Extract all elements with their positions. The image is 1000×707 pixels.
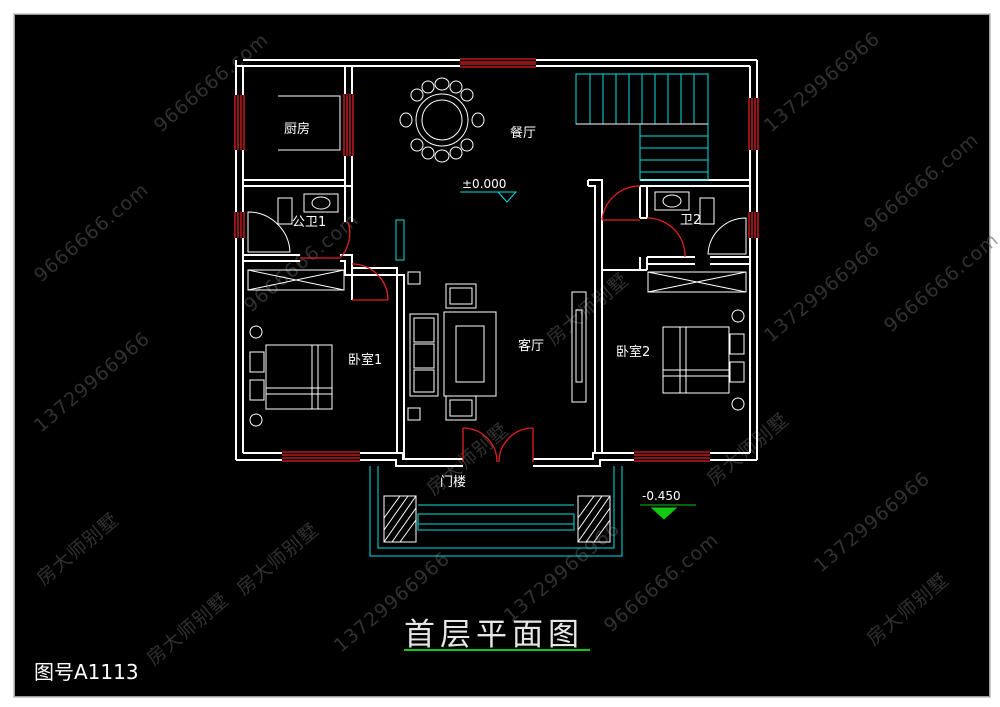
tv-cabinet-inner bbox=[575, 309, 583, 383]
wardrobe-bedroom2 bbox=[647, 271, 747, 293]
room-label-bath1: 公卫1 bbox=[292, 215, 326, 230]
room-label-bedroom1: 卧室1 bbox=[348, 352, 382, 368]
exterior-wall bbox=[360, 452, 463, 460]
room-label-kitchen: 厨房 bbox=[284, 121, 310, 137]
room-label-bedroom2: 卧室2 bbox=[616, 344, 650, 360]
dining-table bbox=[399, 77, 485, 163]
door-bath1 bbox=[300, 221, 351, 259]
column-marker bbox=[395, 219, 405, 261]
window bbox=[234, 212, 245, 238]
exterior-wall bbox=[533, 452, 634, 460]
window bbox=[282, 451, 360, 462]
room-label-porch: 门楼 bbox=[440, 475, 466, 490]
drawing-number: 图号A1113 bbox=[34, 660, 139, 684]
porch bbox=[369, 466, 623, 557]
door-bedroom2 bbox=[601, 185, 641, 221]
exterior-wall bbox=[533, 459, 634, 467]
window bbox=[460, 58, 536, 68]
window bbox=[748, 212, 759, 238]
interior-wall bbox=[340, 260, 405, 300]
door-bath2 bbox=[646, 217, 686, 258]
drawing-title: 首层平面图 bbox=[404, 617, 584, 653]
wardrobe-bedroom1 bbox=[247, 269, 345, 291]
bed-bedroom1 bbox=[249, 325, 333, 427]
room-label-living: 客厅 bbox=[518, 338, 544, 354]
window bbox=[343, 94, 354, 156]
bed-bedroom2 bbox=[662, 309, 745, 411]
level-label-outside: -0.450 bbox=[642, 489, 681, 503]
drawing-canvas bbox=[14, 14, 990, 697]
window bbox=[748, 98, 759, 150]
staircase bbox=[575, 73, 709, 181]
room-label-bath2: 卫2 bbox=[680, 213, 701, 228]
door-main bbox=[462, 427, 534, 463]
kitchen-counter bbox=[278, 95, 341, 151]
level-marker bbox=[460, 191, 518, 203]
room-label-dining: 餐厅 bbox=[510, 125, 536, 141]
sofa-set bbox=[407, 271, 497, 421]
level-label-floor: ±0.000 bbox=[462, 177, 506, 191]
bath1-fixtures bbox=[247, 193, 339, 253]
interior-wall bbox=[340, 254, 398, 300]
level-marker bbox=[650, 507, 678, 520]
door-bedroom1 bbox=[351, 263, 389, 301]
porch-column bbox=[383, 495, 417, 543]
interior-wall bbox=[588, 185, 596, 453]
interior-wall bbox=[588, 179, 603, 453]
bath2-fixtures bbox=[654, 191, 747, 255]
title-underline bbox=[404, 649, 590, 651]
tv-cabinet bbox=[571, 291, 587, 403]
window bbox=[634, 451, 710, 462]
exterior-wall bbox=[360, 459, 463, 467]
porch-column bbox=[577, 495, 611, 543]
window bbox=[234, 95, 245, 150]
